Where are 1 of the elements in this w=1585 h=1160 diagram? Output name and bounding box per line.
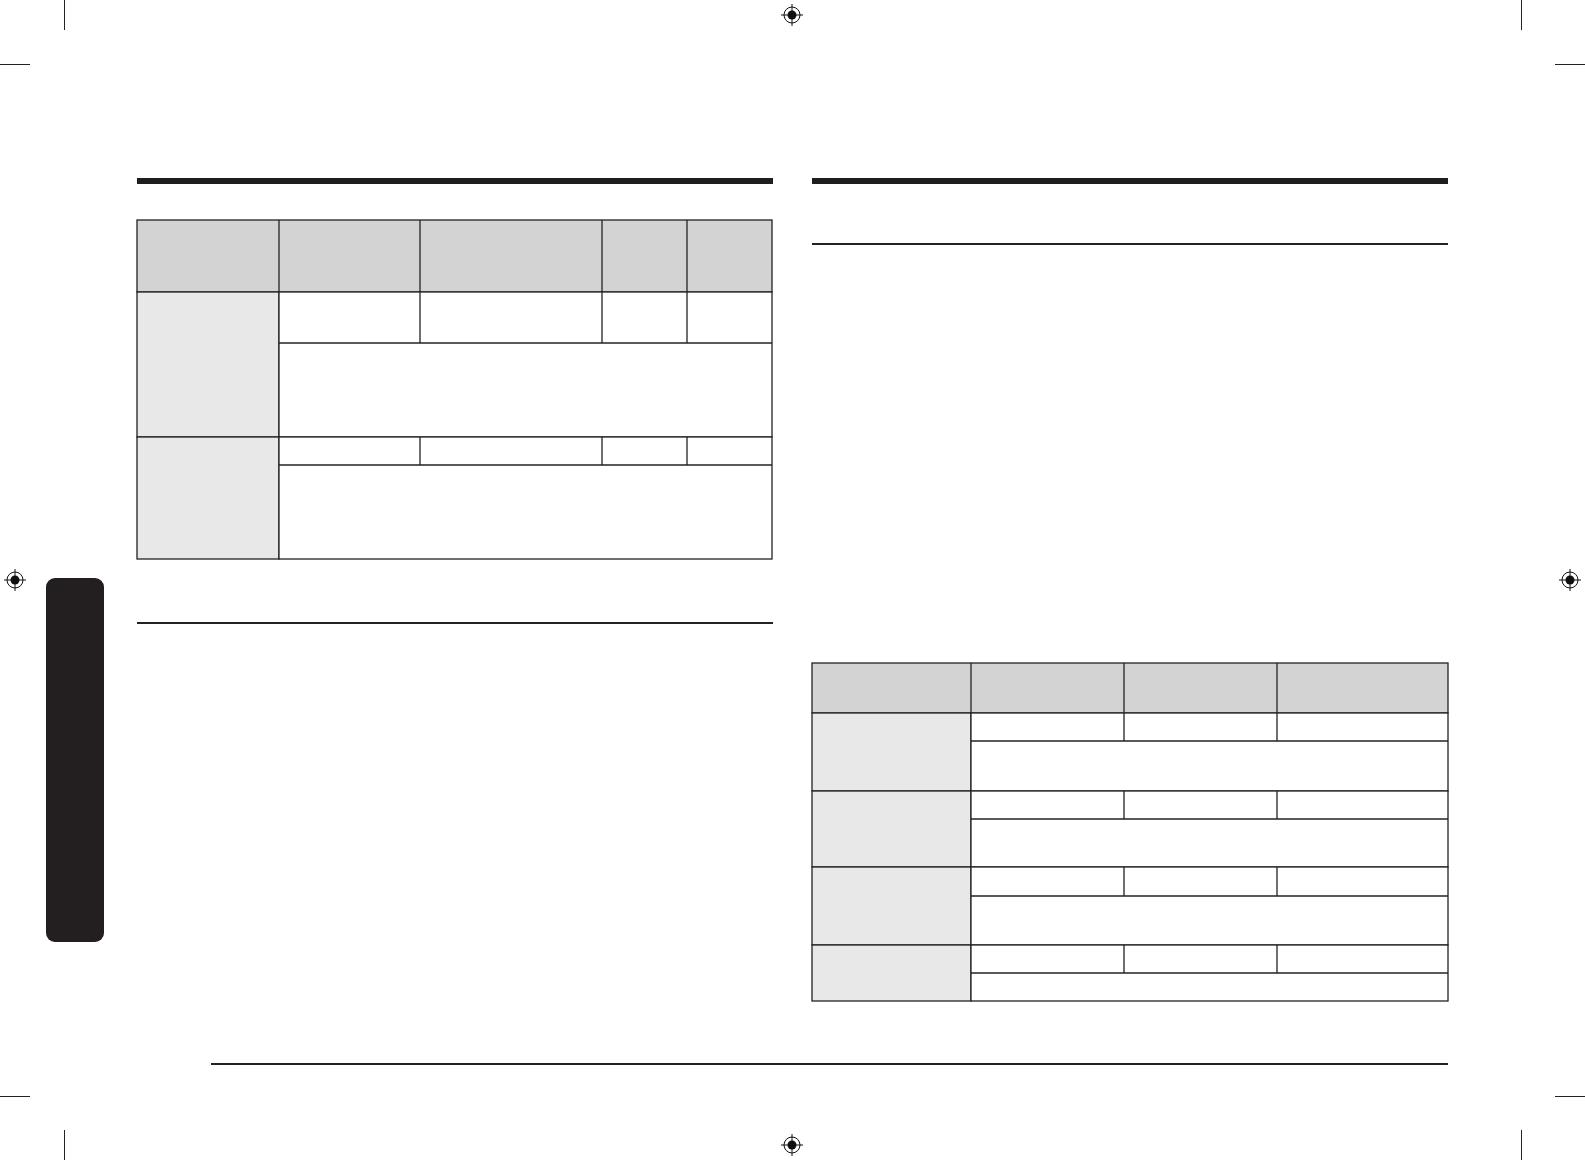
side-tab	[46, 578, 104, 942]
